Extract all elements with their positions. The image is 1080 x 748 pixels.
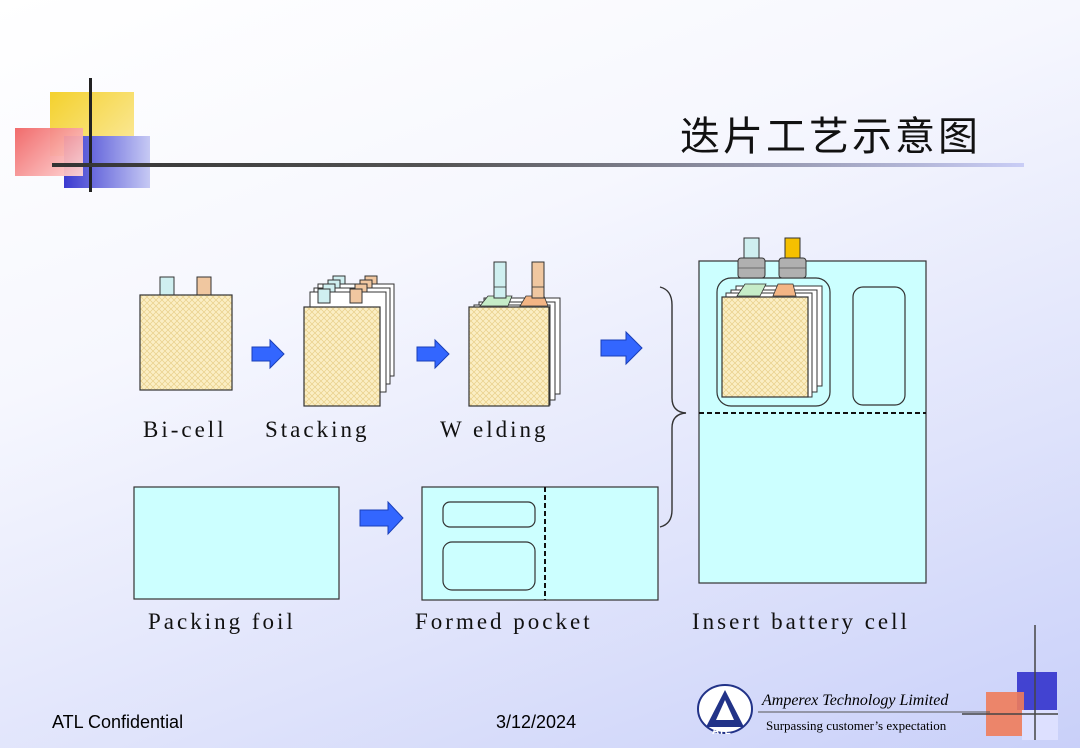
insert-battery-cell-illustration xyxy=(698,237,927,584)
stacking-illustration xyxy=(303,275,395,407)
logo-text: ATL xyxy=(712,726,731,737)
label-formed-pocket: Formed pocket xyxy=(415,609,593,634)
right-arrow-icon xyxy=(416,338,450,370)
deco-red-square xyxy=(15,128,83,176)
deco-vertical-line xyxy=(89,78,92,192)
deco-bottom-right xyxy=(962,625,1058,740)
packing-foil-illustration xyxy=(133,486,340,600)
label-welding: W elding xyxy=(440,417,549,442)
company-name: Amperex Technology Limited xyxy=(762,692,949,709)
right-arrow-icon xyxy=(600,330,643,366)
curly-brace xyxy=(659,286,687,528)
welding-illustration xyxy=(468,261,561,407)
footer-confidential: ATL Confidential xyxy=(52,712,184,732)
footer-date: 3/12/2024 xyxy=(496,712,577,732)
formed-pocket-illustration xyxy=(421,486,659,601)
atl-triangle-logo-icon xyxy=(697,684,753,734)
label-packing-foil: Packing foil xyxy=(148,609,296,634)
label-insert-battery-cell: Insert battery cell xyxy=(692,609,910,634)
bicell-illustration xyxy=(139,276,233,391)
company-tagline: Surpassing customer’s expectation xyxy=(766,718,947,733)
page-title: 迭片工艺示意图 xyxy=(680,114,981,160)
label-bicell: Bi-cell xyxy=(143,417,227,442)
label-stacking: Stacking xyxy=(265,417,370,442)
right-arrow-icon xyxy=(359,500,404,536)
title-underline xyxy=(52,163,1024,167)
right-arrow-icon xyxy=(251,338,285,370)
